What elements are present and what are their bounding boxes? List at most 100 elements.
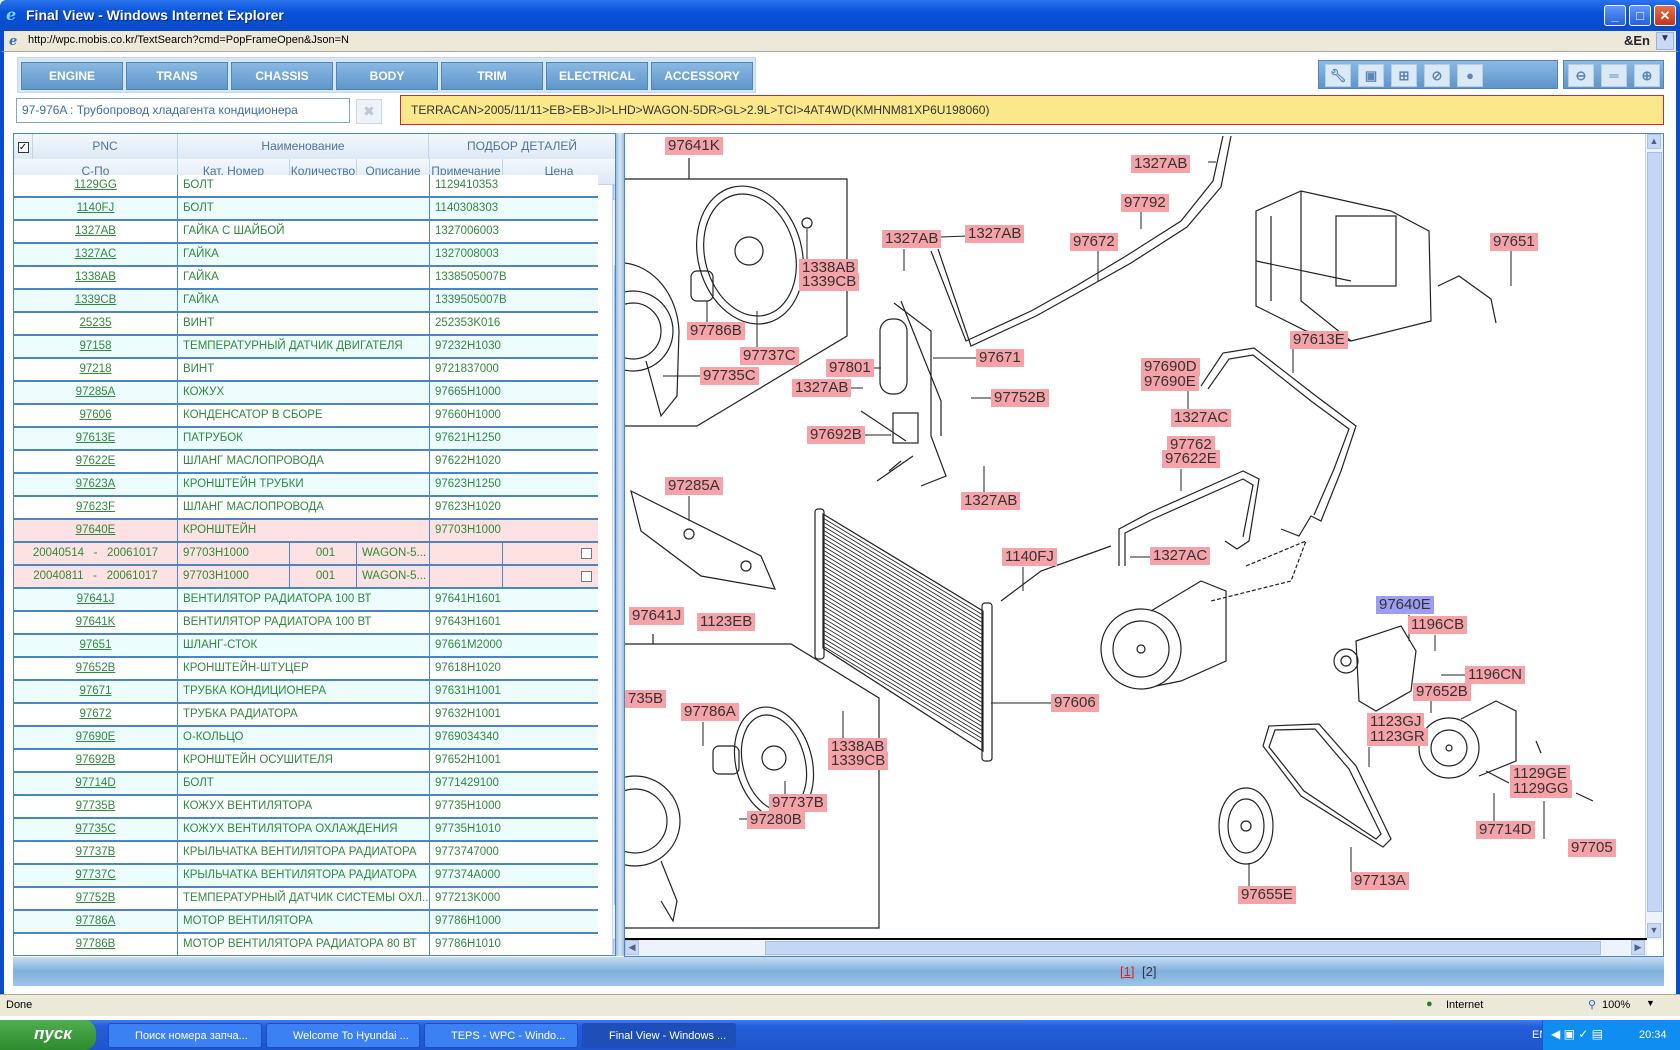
close-button[interactable]: ✕ (1654, 5, 1676, 26)
pnc-link[interactable]: 97641K (14, 612, 178, 633)
task-firefox[interactable]: Поиск номера запча... (108, 1023, 262, 1048)
table-scrollbar[interactable]: ▲ ▼ (612, 185, 615, 955)
scroll-thumb[interactable] (1647, 152, 1662, 912)
callout-label[interactable]: 1338AB (799, 259, 859, 277)
zoom-dropdown-icon[interactable]: ▼ (1646, 998, 1655, 1008)
scroll-up-arrow[interactable]: ▲ (613, 185, 615, 200)
wrench-icon[interactable]: 🔧︎ (1325, 64, 1351, 87)
url-text[interactable]: http://wpc.mobis.co.kr/TextSearch?cmd=Po… (28, 34, 349, 46)
scroll-left-arrow[interactable]: ◀ (625, 940, 639, 955)
pnc-link[interactable]: 25235 (14, 313, 178, 334)
callout-label[interactable]: 1327AB (965, 225, 1025, 243)
pnc-link[interactable]: 1339CB (14, 290, 178, 311)
callout-label[interactable]: 97737C (740, 347, 799, 365)
pnc-link[interactable]: 97285A (14, 382, 178, 403)
pnc-link[interactable]: 97752B (14, 888, 178, 909)
scroll-right-arrow[interactable]: ▶ (1631, 940, 1645, 955)
pnc-link[interactable]: 97735B (14, 796, 178, 817)
select-checkbox[interactable] (581, 548, 592, 559)
callout-label[interactable]: 1327AB (792, 379, 852, 397)
scroll-thumb[interactable] (765, 941, 1601, 955)
header-pnc[interactable]: PNC (33, 134, 178, 160)
printer-icon[interactable]: ▣ (1358, 64, 1384, 87)
pnc-link[interactable]: 97652B (14, 658, 178, 679)
tab-body[interactable]: BODY (336, 62, 438, 90)
callout-label[interactable]: 1327AB (1131, 155, 1191, 173)
tab-chassis[interactable]: CHASSIS (231, 62, 333, 90)
callout-label[interactable]: 97622E (1162, 450, 1220, 468)
pnc-link[interactable]: 97737B (14, 842, 178, 863)
callout-label[interactable]: 97801 (826, 359, 874, 377)
scroll-down-arrow[interactable]: ▼ (1647, 923, 1661, 938)
search-input[interactable]: 97-976A : Трубопровод хладагента кондици… (16, 98, 350, 123)
callout-label[interactable]: 97280B (747, 811, 805, 829)
callout-label[interactable]: 97705 (1568, 839, 1616, 857)
diagram-horizontal-scrollbar[interactable]: ◀ ▶ (625, 938, 1647, 956)
tab-engine[interactable]: ENGINE (21, 62, 123, 90)
callout-label[interactable]: 1123EB (697, 613, 756, 631)
zoom-reset-icon[interactable]: ═ (1601, 64, 1627, 87)
callout-label[interactable]: 97672 (1070, 233, 1118, 251)
pnc-link[interactable]: 97622E (14, 451, 178, 472)
pnc-link[interactable]: 97623F (14, 497, 178, 518)
tab-trans[interactable]: TRANS (126, 62, 228, 90)
callout-label[interactable]: 97786B (687, 322, 745, 340)
pnc-link[interactable]: 97692B (14, 750, 178, 771)
pnc-link[interactable]: 97158 (14, 336, 178, 357)
zoom-level[interactable]: 100% (1602, 999, 1631, 1011)
language-indicator[interactable]: &En (1624, 33, 1650, 48)
callout-label[interactable]: 97655E (1238, 886, 1296, 904)
page-2-link[interactable]: [2] (1142, 964, 1157, 979)
select-all-checkbox[interactable]: ✓ (14, 134, 33, 160)
callout-label[interactable]: 97641J (629, 607, 685, 625)
pnc-link[interactable]: 97613E (14, 428, 178, 449)
callout-label[interactable]: 97640E (1376, 596, 1434, 614)
pnc-link[interactable]: 97640E (14, 520, 178, 541)
chevron-down-icon[interactable]: ▼ (1656, 32, 1674, 50)
pnc-link[interactable]: 97672 (14, 704, 178, 725)
page-1-link[interactable]: [1] (1120, 964, 1135, 979)
callout-label[interactable]: 1129GE (1510, 765, 1570, 783)
minimize-button[interactable]: _ (1604, 5, 1626, 26)
callout-label[interactable]: 97792 (1121, 194, 1169, 212)
pnc-link[interactable]: 97641J (14, 589, 178, 610)
callout-label[interactable]: 1129GG (1510, 780, 1572, 798)
zoom-out-icon[interactable]: ⊖ (1568, 64, 1594, 87)
callout-label[interactable]: 1196CN (1465, 666, 1525, 684)
callout-label[interactable]: 1327AC (1171, 409, 1232, 427)
lock-icon[interactable]: ● (1457, 64, 1483, 87)
pnc-link[interactable]: 97786A (14, 911, 178, 932)
scroll-down-arrow[interactable]: ▼ (613, 939, 615, 954)
pnc-link[interactable]: 97606 (14, 405, 178, 426)
callout-label[interactable]: 1327AB (961, 492, 1021, 510)
callout-label[interactable]: 1196CB (1408, 616, 1468, 634)
ban-icon[interactable]: ⊘ (1424, 64, 1450, 87)
callout-label[interactable]: 735B (625, 690, 667, 708)
pnc-link[interactable]: 97690E (14, 727, 178, 748)
pnc-link[interactable]: 97651 (14, 635, 178, 656)
callout-label[interactable]: 97752B (991, 389, 1049, 407)
pnc-link[interactable]: 1327AB (14, 221, 178, 242)
start-button[interactable]: пуск (0, 1020, 96, 1050)
tab-electrical[interactable]: ELECTRICAL (546, 62, 648, 90)
scroll-up-arrow[interactable]: ▲ (1647, 134, 1661, 149)
callout-label[interactable]: 1140FJ (1002, 548, 1057, 566)
zoom-in-icon[interactable]: ⊕ (1634, 64, 1660, 87)
task-hyundai[interactable]: Welcome To Hyundai ... (266, 1023, 420, 1048)
